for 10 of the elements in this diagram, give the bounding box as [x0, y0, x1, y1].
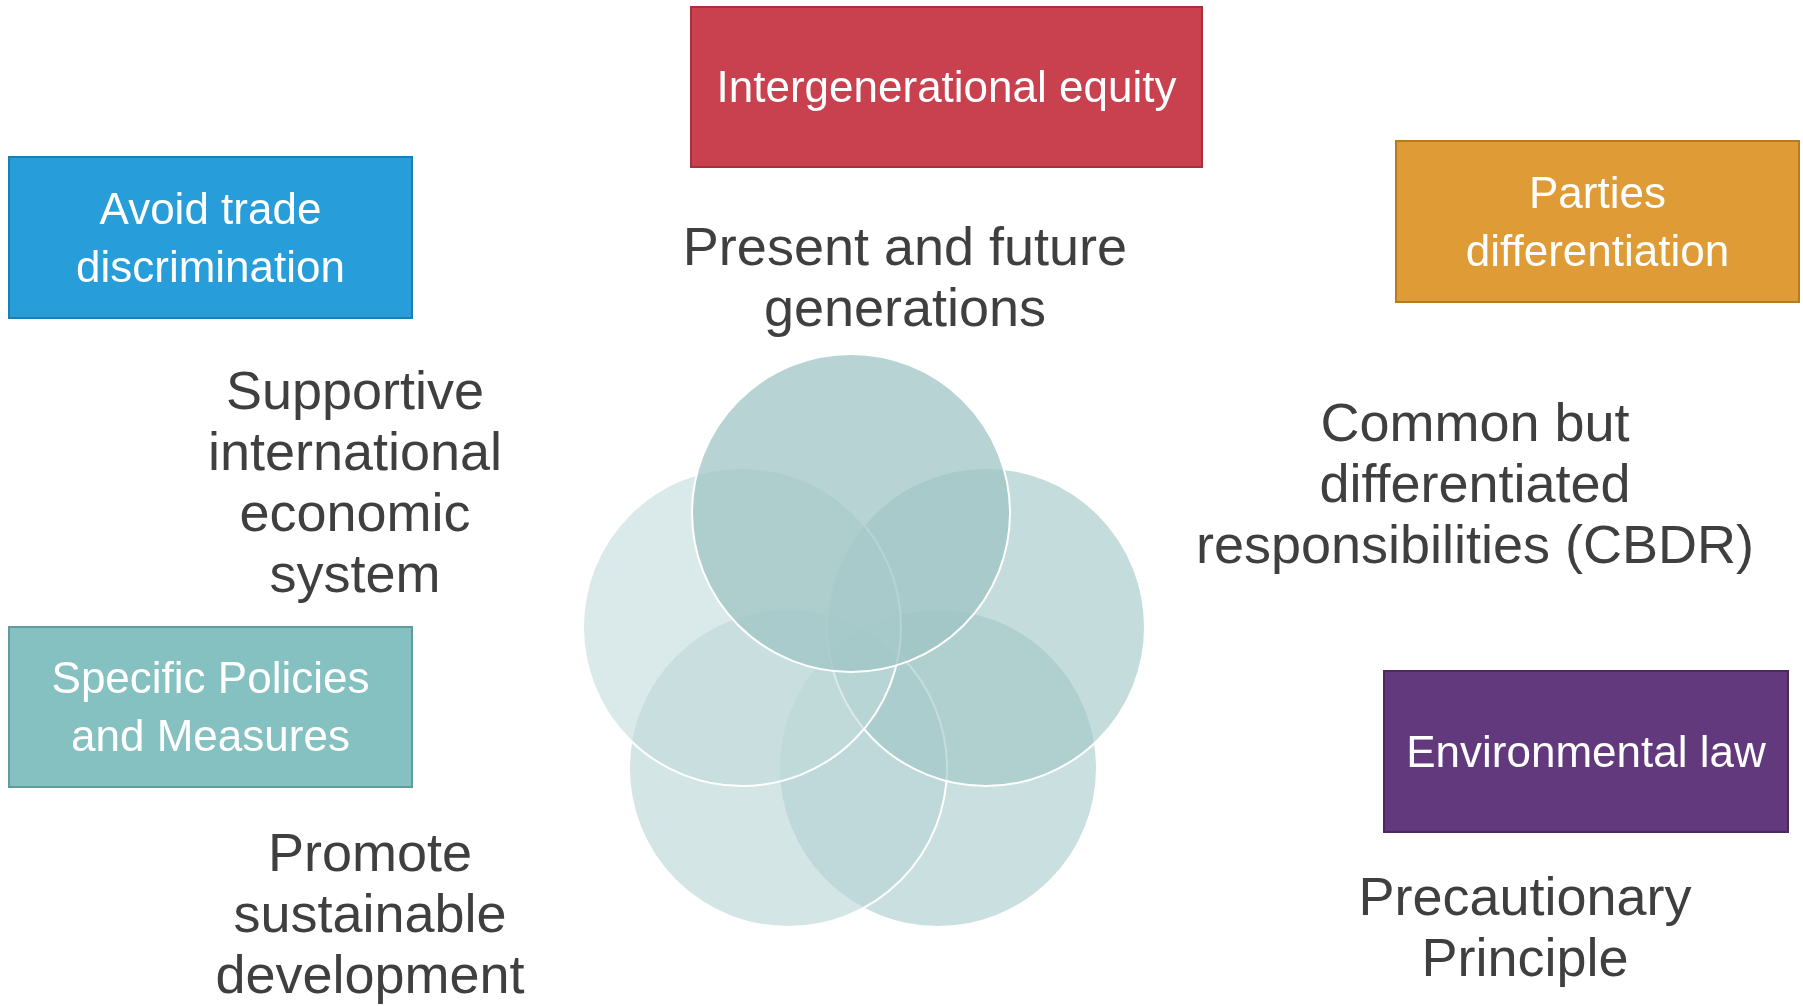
principle-label: Present and future generations: [640, 216, 1170, 338]
principle-label: Supportive international economic system: [150, 360, 560, 604]
principle-label: Promote sustainable development: [170, 822, 570, 1005]
principle-label: Common but differentiated responsibilities (CBDR): [1160, 392, 1790, 575]
concept-box: Parties differentiation: [1395, 140, 1800, 303]
principle-label: Precautionary Principle: [1320, 866, 1730, 988]
concept-box: Specific Policies and Measures: [8, 626, 413, 788]
concept-box: Intergenerational equity: [690, 6, 1203, 168]
concept-box: Environmental law: [1383, 670, 1789, 833]
concept-box: Avoid trade discrimination: [8, 156, 413, 319]
